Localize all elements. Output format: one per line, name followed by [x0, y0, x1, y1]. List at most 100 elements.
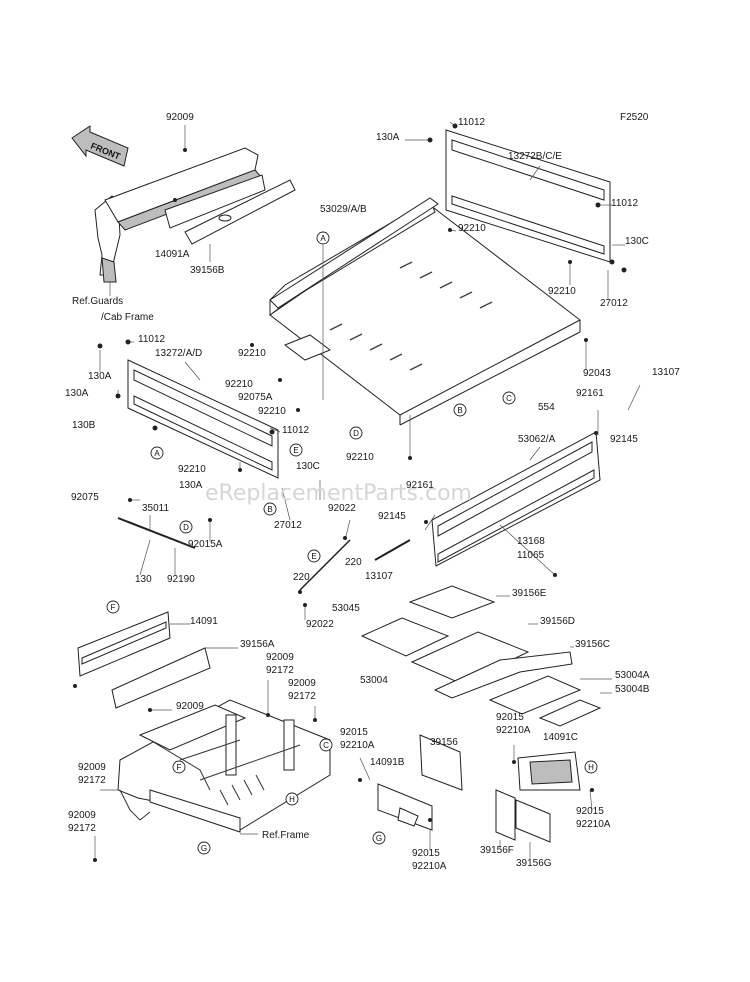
callout-e: E: [289, 443, 303, 457]
mat-39156d: [410, 631, 530, 685]
callout-circle: [179, 520, 193, 534]
part-label: 130C: [625, 236, 649, 247]
callout-g: G: [372, 831, 386, 845]
part-label: 92009: [68, 810, 96, 821]
pad-14091: [77, 611, 171, 677]
part-label: 13168: [517, 536, 545, 547]
callout-e: E: [307, 549, 321, 563]
callout-letter: F: [111, 603, 116, 612]
callout-f: F: [106, 600, 120, 614]
rail-guard-14091a: [104, 125, 266, 231]
part-label: 92210: [258, 406, 286, 417]
part-label: 92022: [328, 503, 356, 514]
part-label: 92015: [412, 848, 440, 859]
callout-a: A: [150, 446, 164, 460]
callout-circle: [453, 403, 467, 417]
callout-letter: E: [311, 552, 316, 561]
part-label: 13272/A/D: [155, 348, 202, 359]
ref-label-frame: Ref.Frame: [262, 830, 310, 841]
part-label: 92210A: [576, 819, 611, 830]
tailgate-53062: [431, 431, 601, 567]
part-label: 53029/A/B: [320, 204, 367, 215]
part-label: 13107: [652, 367, 680, 378]
callout-d: D: [179, 520, 193, 534]
part-label: 92015: [340, 727, 368, 738]
callout-letter: D: [353, 429, 359, 438]
part-label: 53004A: [615, 670, 650, 681]
part-label: 92172: [78, 775, 106, 786]
callout-letter: E: [293, 446, 298, 455]
ref-label-guards: Ref.Guards: [72, 296, 123, 307]
front-arrow-icon: FRONT: [71, 125, 129, 167]
callout-circle: [502, 391, 516, 405]
part-label: 92172: [266, 665, 294, 676]
part-label: 92161: [576, 388, 604, 399]
callout-circle: [172, 760, 186, 774]
part-label: 53062/A: [518, 434, 556, 445]
pad-39156a: [111, 647, 211, 709]
part-label: 92009: [288, 678, 316, 689]
pad-39156f: [495, 789, 516, 841]
part-label: 92210A: [496, 725, 531, 736]
part-label: 11012: [282, 425, 310, 436]
part-label: 13272B/C/E: [508, 151, 562, 162]
part-label: 39156D: [540, 616, 575, 627]
figure-code: F2520: [620, 112, 649, 123]
callout-letter: D: [183, 523, 189, 532]
callout-h: H: [584, 760, 598, 774]
callout-circle: [349, 426, 363, 440]
callout-c: C: [502, 391, 516, 405]
part-label: 14091: [190, 616, 218, 627]
mat-53004: [360, 617, 450, 657]
part-label: 130: [135, 574, 152, 585]
callout-b: B: [263, 502, 277, 516]
part-label: 92210: [238, 348, 266, 359]
ref-label-cab-frame: /Cab Frame: [101, 312, 154, 323]
part-label: 92009: [176, 701, 204, 712]
callout-d: D: [349, 426, 363, 440]
part-label: 130A: [179, 480, 203, 491]
callout-letter: H: [289, 795, 295, 804]
callout-circle: [263, 502, 277, 516]
callout-circle: [584, 760, 598, 774]
part-label: 14091A: [155, 249, 190, 260]
callout-letter: G: [376, 834, 382, 843]
callout-circle: [197, 841, 211, 855]
callout-letter: C: [323, 741, 329, 750]
part-label: 92145: [610, 434, 638, 445]
mat-53004b: [538, 699, 602, 727]
frame-springs: [219, 774, 265, 806]
callout-circle: [372, 831, 386, 845]
part-label: 92145: [378, 511, 406, 522]
callout-letter: H: [588, 763, 594, 772]
pad-39156g: [515, 799, 551, 843]
part-label: 53045: [332, 603, 360, 614]
callout-circle: [319, 738, 333, 752]
callout-letter: F: [177, 763, 182, 772]
part-label: 92210: [346, 452, 374, 463]
callout-c: C: [319, 738, 333, 752]
part-labels: 9200914091A39156B130A1101213272B/C/E1101…: [65, 112, 680, 872]
part-label: 13107: [365, 571, 393, 582]
part-label: 92210: [548, 286, 576, 297]
part-label: 39156A: [240, 639, 275, 650]
callout-letter: B: [457, 406, 462, 415]
part-label: 92009: [166, 112, 194, 123]
part-label: 92009: [266, 652, 294, 663]
part-label: 39156G: [516, 858, 552, 869]
mat-39156e: [408, 585, 496, 619]
bed-slots: [329, 261, 493, 371]
part-label: 92210A: [340, 740, 375, 751]
mat-39156c: [433, 651, 573, 699]
link-53045: [299, 539, 411, 591]
pad-39156: [419, 734, 463, 791]
part-label: 92015: [576, 806, 604, 817]
callout-letter: B: [267, 505, 272, 514]
part-label: 92172: [288, 691, 316, 702]
watermark: eReplacementParts.com: [205, 481, 472, 506]
part-label: 39156: [430, 737, 458, 748]
part-label: 53004: [360, 675, 388, 686]
part-label: 11065: [517, 550, 545, 561]
